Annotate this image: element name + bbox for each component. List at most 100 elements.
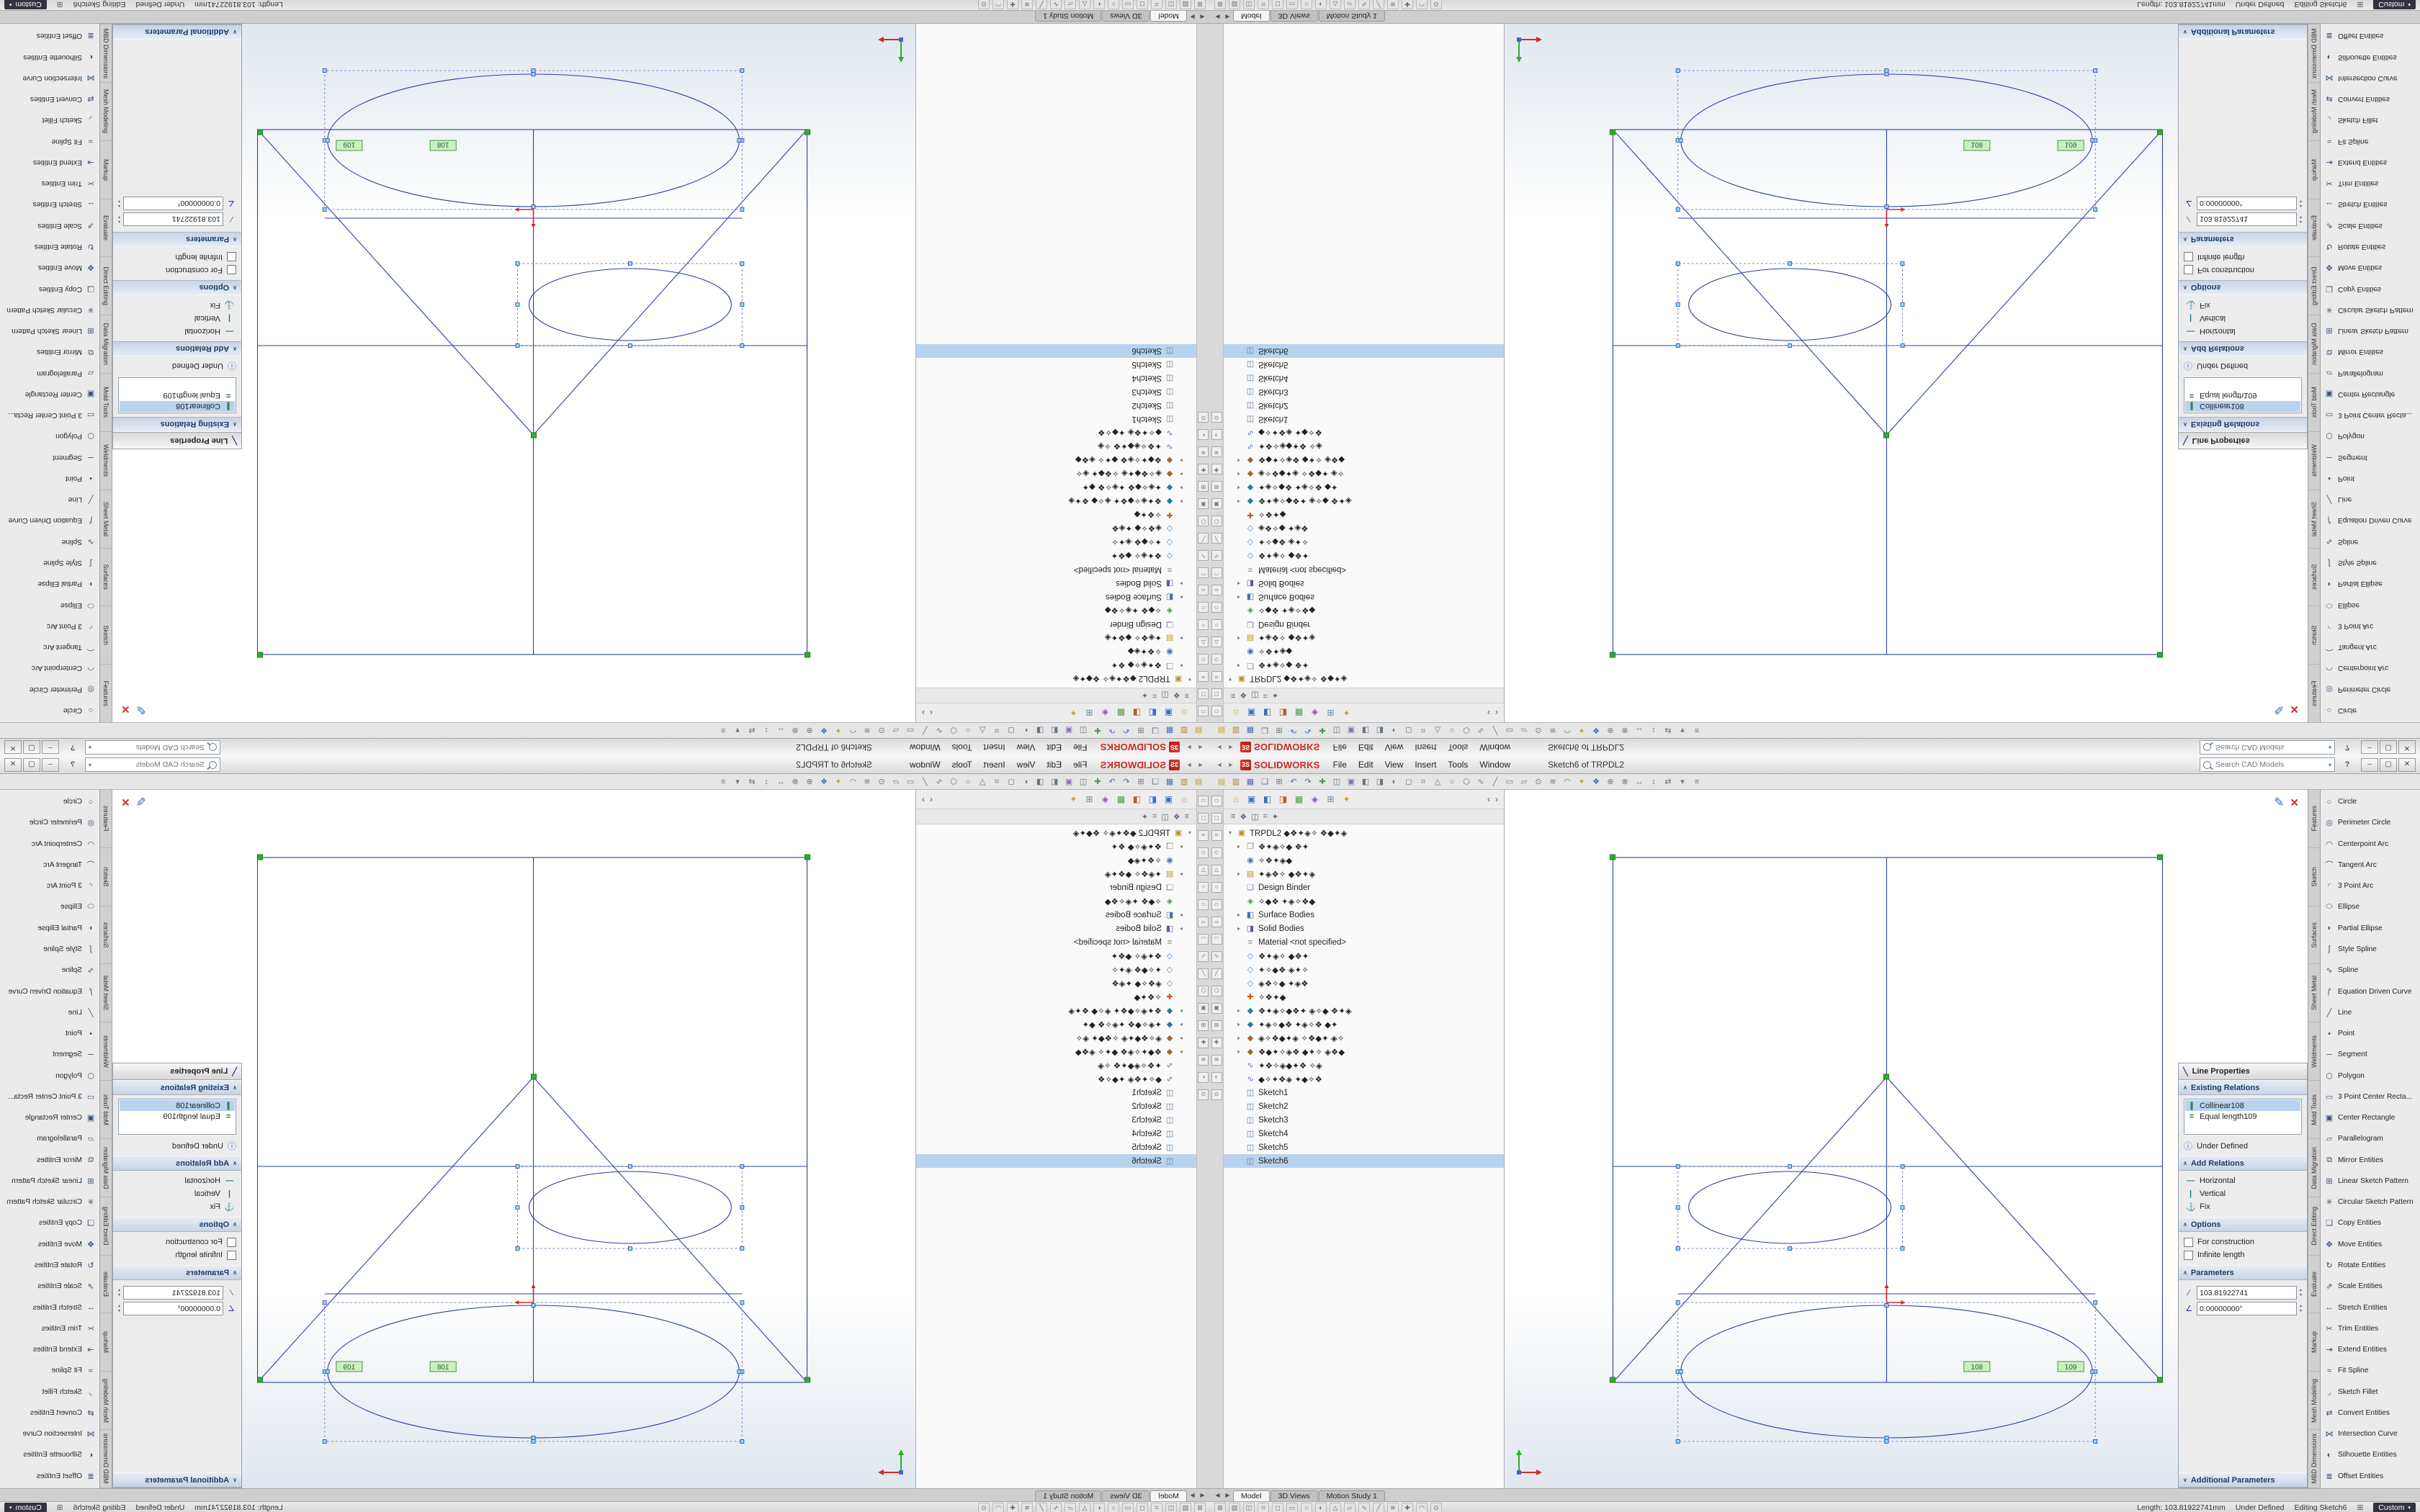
relation-tag[interactable]: 109 [343,140,355,148]
toolbar-icon[interactable]: ❖ [1592,726,1600,735]
tree-row[interactable]: ∿ ◆✧✦❖◈ ✦◆✧❖ [1224,426,1504,440]
toolbar-icon[interactable]: ▾ [1680,777,1685,786]
menu-item[interactable]: Window [909,742,941,752]
command-tab[interactable]: Surfaces [100,547,112,606]
command-tab[interactable]: Markup [100,1313,112,1372]
tree-row[interactable]: ∿ ◆✧✦❖◈ ✦◆✧❖ [916,1072,1196,1086]
cancel-sketch-icon[interactable]: ✕ [121,703,130,715]
tree-tab-icon[interactable]: ⌗ [1152,811,1157,821]
expand-chevron-icon[interactable]: ▸ [1237,471,1240,477]
sketch-tool-button[interactable]: ✥ Move Entities [2321,257,2420,278]
sketch-tool-button[interactable]: ◗ Partial Ellipse [2321,573,2420,594]
sketch-tool-button[interactable]: ○ Circle [0,791,99,812]
tree-row[interactable]: ◇ ✦✧◆❖ ◈✦✧ [916,963,1196,976]
tree-row[interactable]: ≡ Material <not specified> [1224,563,1504,577]
sketch-tool-button[interactable]: ≣ Offset Entities [2321,1466,2420,1487]
toolbar-icon[interactable]: ✦ [1578,777,1585,786]
sketch-tool-button[interactable]: ▣ Center Rectangle [2321,384,2420,405]
view-tool-icon[interactable]: ◈ [1311,793,1319,804]
tree-row[interactable]: ▸ ◆ ❖◆✦✧◈❖ ◆✦✧ ◈❖◆ [916,454,1196,467]
command-tab[interactable]: Direct Editing [100,256,112,315]
close-button[interactable]: ✕ [2398,757,2416,772]
view-tool-icon[interactable]: ◈ [1311,708,1319,719]
strip-tool-icon[interactable]: ⌓ [1198,917,1209,927]
sketch-canvas[interactable]: 108 109 [1505,24,2308,722]
parameter-input[interactable]: 0.00000000° [2197,1302,2297,1315]
exit-sketch-icon[interactable]: ✎ [135,703,146,716]
exit-sketch-icon[interactable]: ✎ [135,796,146,809]
strip-tool-icon[interactable]: ▣ [1211,1003,1222,1014]
sketch-tool-button[interactable]: ⬭ Ellipse [2321,594,2420,615]
view-tool-icon[interactable]: ▦ [1294,708,1304,719]
strip-tool-icon[interactable]: ◠ [1211,934,1222,945]
strip-tool-icon[interactable]: ⬡ [1211,516,1222,526]
sketch-tool-button[interactable]: ƒ Equation Driven Curve [2321,981,2420,1002]
toolbar-icon[interactable]: ◻ [1405,777,1412,786]
sketch-tool-button[interactable]: ⬭ Ellipse [0,896,99,917]
toolbar-icon[interactable]: ⊗ [792,777,799,786]
command-tab[interactable]: Mesh Modeling [100,1372,112,1431]
sketch-tool-button[interactable]: ❏ Copy Entities [0,278,99,299]
expand-chevron-icon[interactable]: ▸ [1237,662,1240,669]
toolbar-icon[interactable]: ⊗ [792,726,799,735]
section-options[interactable]: ∧ Options [113,1217,241,1232]
sketch-tool-button[interactable]: ≣ Offset Entities [2321,25,2420,46]
toolbar-icon[interactable]: ◐ [1392,726,1397,735]
tree-row[interactable]: ◫ Sketch1 [916,413,1196,426]
strip-tool-icon[interactable]: ◻ [1198,688,1209,699]
menu-item[interactable]: Tools [951,760,972,770]
sketch-tool-button[interactable]: ⬡ Polygon [0,426,99,446]
strip-tool-icon[interactable]: ○ [1211,619,1222,630]
expand-chevron-icon[interactable]: ▸ [1237,498,1240,505]
command-tab[interactable]: Evaluate [2308,1256,2320,1314]
strip-tool-icon[interactable]: ▱ [1198,602,1209,613]
command-tab[interactable]: Sketch [2308,606,2320,665]
tabs-prev-icon[interactable]: ◀ [1215,14,1220,20]
toolbar-icon[interactable]: ⬡ [950,726,957,735]
toolbar-icon[interactable]: ◠ [849,777,856,786]
tree-row[interactable]: ▸ ◨ Solid Bodies [916,577,1196,590]
sketch-tool-button[interactable]: ▭ 3 Point Center Recta... [2321,1086,2420,1107]
sketch-tool-button[interactable]: ◠ Centerpoint Arc [2321,657,2420,678]
command-tab[interactable]: MBD Dimensions [2308,1430,2320,1488]
parameter-input[interactable]: 0.00000000° [2197,197,2297,210]
toolbar-icon[interactable]: ▥ [1232,726,1240,735]
tree-row[interactable]: ▸ ◧ Surface Bodies [916,590,1196,604]
checkbox[interactable] [227,265,236,275]
tree-row[interactable]: ▸ ◆ ❖✦◈✧◆❖✦ ◈✧◆ ❖✦◈ [916,1004,1196,1017]
strip-tool-icon[interactable]: ✚ [1198,464,1209,474]
tree-row[interactable]: ▸ ◨ Solid Bodies [916,922,1196,935]
command-tab[interactable]: Evaluate [100,198,112,257]
strip-tool-icon[interactable]: ▣ [1198,498,1209,509]
sketch-tool-button[interactable]: ─ Segment [0,1044,99,1065]
sketch-tool-button[interactable]: ⧉ Mirror Entities [0,1150,99,1171]
toolbar-icon[interactable]: ◨ [1036,726,1044,735]
view-tool-icon[interactable]: ◧ [1263,793,1272,804]
tree-row[interactable]: ◇ ❖✦◈✧ ◆❖✦ [916,549,1196,563]
toolbar-icon[interactable]: △ [979,726,986,735]
toolbar-icon[interactable]: ✦ [835,726,842,735]
sketch-tool-button[interactable]: ✥ Move Entities [0,1234,99,1255]
strip-tool-icon[interactable]: ≋ [1211,1055,1222,1066]
add-relation-button[interactable]: — Horizontal [118,1174,236,1187]
restore-button[interactable]: ▢ [23,757,40,772]
section-additional-parameters[interactable]: ∨ Additional Parameters [113,1472,241,1488]
add-relation-button[interactable]: | Vertical [118,1187,236,1200]
toolbar-icon[interactable]: ◧ [1050,726,1059,735]
tree-tab-icon[interactable]: ⌗ [1152,691,1157,701]
sketch-tool-button[interactable]: ◜ 3 Point Arc [0,616,99,636]
section-existing-relations[interactable]: ∧ Existing Relations [113,417,241,432]
toolbar-icon[interactable]: ∿ [936,777,943,786]
menu-item[interactable]: View [1384,760,1404,770]
tabs-prev-icon[interactable]: ◀ [1200,1492,1205,1498]
toolbar-icon[interactable]: ◫ [1332,726,1341,735]
strip-tool-icon[interactable]: ⌗ [1211,830,1222,841]
cancel-sketch-icon[interactable]: ✕ [2290,703,2299,715]
command-tab[interactable]: Mesh Modeling [100,81,112,140]
toolbar-icon[interactable]: ▾ [735,726,740,735]
sketch-tool-button[interactable]: • Point [2321,1023,2420,1044]
toolbar-icon[interactable]: ↶ [1123,777,1130,786]
strip-tool-icon[interactable]: ≋ [1198,446,1209,457]
sketch-tool-button[interactable]: ◎ Perimeter Circle [2321,812,2420,833]
toolbar-icon[interactable]: ▤ [1194,777,1203,786]
